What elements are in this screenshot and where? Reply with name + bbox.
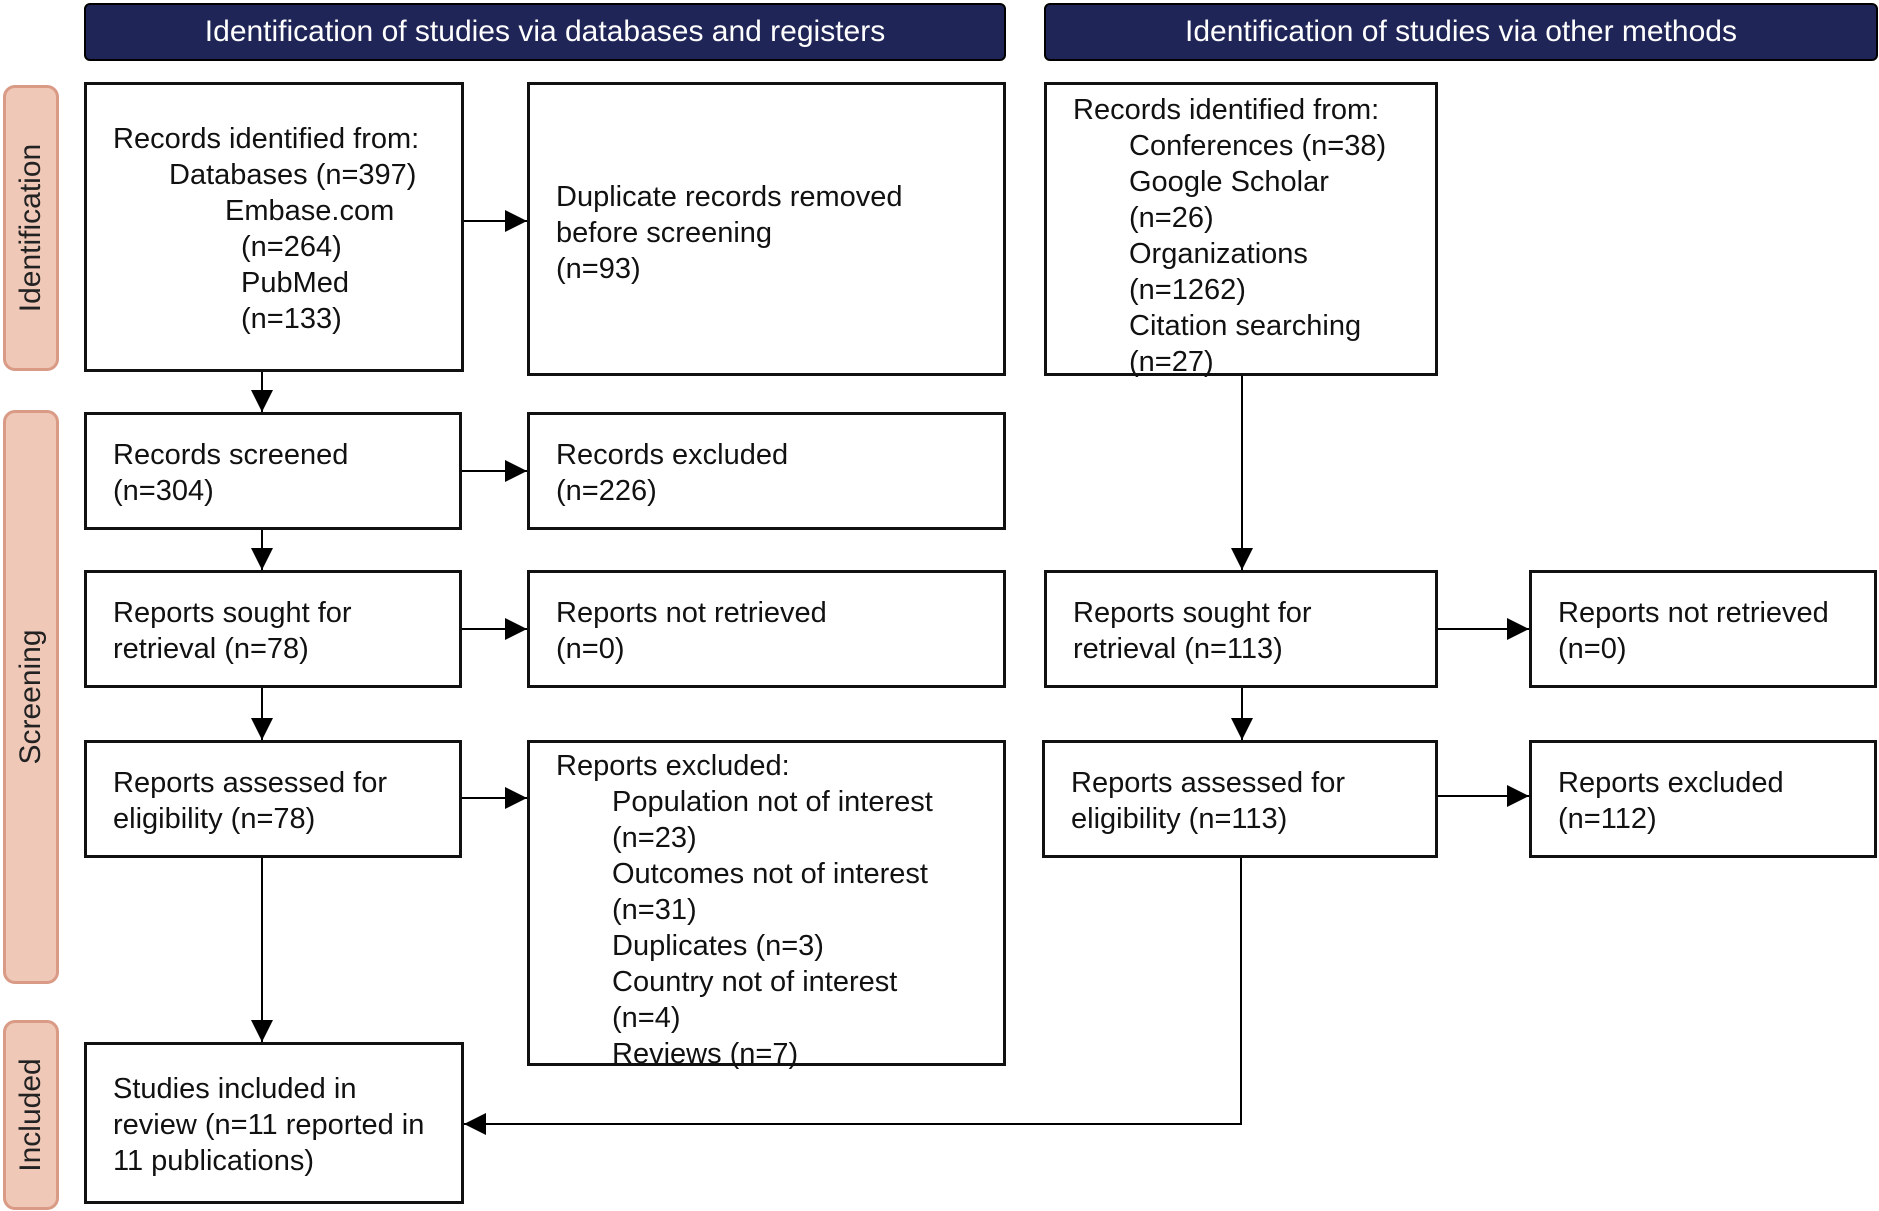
db-excluded-outcomes-n: (n=31) xyxy=(612,894,697,926)
other-identified-citation: Citation searching xyxy=(1129,310,1362,342)
box-other-reports-excluded: Reports excluded (n=112) xyxy=(1529,740,1877,858)
header-databases: Identification of studies via databases … xyxy=(84,3,1006,61)
other-identified-organizations: Organizations xyxy=(1129,238,1308,270)
header-other-label: Identification of studies via other meth… xyxy=(1185,15,1737,48)
box-studies-included: Studies included in review (n=11 reporte… xyxy=(84,1042,464,1204)
db-excluded-population-n: (n=23) xyxy=(612,822,697,854)
db-not-retrieved-line1: Reports not retrieved xyxy=(556,597,827,629)
db-identified-pubmed: PubMed xyxy=(241,267,350,299)
other-sought-line2: retrieval (n=113) xyxy=(1073,633,1283,665)
included-line2: review (n=11 reported in xyxy=(113,1109,425,1141)
phase-included-label: Included xyxy=(14,1058,47,1172)
box-duplicate-records-removed: Duplicate records removed before screeni… xyxy=(527,82,1006,376)
other-excluded-line2: (n=112) xyxy=(1558,803,1657,835)
other-identified-organizations-n: (n=1262) xyxy=(1129,274,1246,306)
box-db-reports-excluded: Reports excluded: Population not of inte… xyxy=(527,740,1006,1070)
excluded-line1: Records excluded xyxy=(556,439,789,471)
excluded-line2: (n=226) xyxy=(556,475,657,507)
duplicates-line3: (n=93) xyxy=(556,253,641,285)
db-excluded-country: Country not of interest xyxy=(612,966,898,998)
box-other-reports-not-retrieved: Reports not retrieved (n=0) xyxy=(1529,570,1877,688)
db-assessed-line1: Reports assessed for xyxy=(113,767,388,799)
db-not-retrieved-line2: (n=0) xyxy=(556,633,625,665)
db-assessed-line2: eligibility (n=78) xyxy=(113,803,316,835)
phase-identification: Identification xyxy=(3,85,59,371)
other-not-retrieved-line1: Reports not retrieved xyxy=(1558,597,1829,629)
other-excluded-line1: Reports excluded xyxy=(1558,767,1784,799)
phase-screening-label: Screening xyxy=(14,629,47,765)
phase-included: Included xyxy=(3,1020,59,1210)
db-excluded-reviews: Reviews (n=7) xyxy=(612,1038,799,1070)
box-other-reports-sought: Reports sought for retrieval (n=113) xyxy=(1044,570,1438,688)
db-sought-line1: Reports sought for xyxy=(113,597,352,629)
box-records-screened: Records screened (n=304) xyxy=(84,412,462,530)
box-records-excluded: Records excluded (n=226) xyxy=(527,412,1006,530)
other-identified-title: Records identified from: xyxy=(1073,94,1380,126)
db-identified-databases: Databases (n=397) xyxy=(169,159,417,191)
other-identified-citation-n: (n=27) xyxy=(1129,346,1214,378)
box-records-identified-databases: Records identified from: Databases (n=39… xyxy=(84,82,464,372)
other-sought-line1: Reports sought for xyxy=(1073,597,1312,629)
box-db-reports-not-retrieved: Reports not retrieved (n=0) xyxy=(527,570,1006,688)
db-identified-embase-n: (n=264) xyxy=(241,231,342,263)
screened-line2: (n=304) xyxy=(113,475,214,507)
included-line3: 11 publications) xyxy=(113,1145,314,1177)
duplicates-line1: Duplicate records removed xyxy=(556,181,903,213)
other-identified-scholar-n: (n=26) xyxy=(1129,202,1214,234)
header-other-methods: Identification of studies via other meth… xyxy=(1044,3,1878,61)
phase-identification-label: Identification xyxy=(14,143,47,313)
duplicates-line2: before screening xyxy=(556,217,773,249)
other-assessed-line2: eligibility (n=113) xyxy=(1071,803,1288,835)
db-sought-line2: retrieval (n=78) xyxy=(113,633,309,665)
box-db-reports-assessed: Reports assessed for eligibility (n=78) xyxy=(84,740,462,858)
header-databases-label: Identification of studies via databases … xyxy=(204,15,886,48)
other-not-retrieved-line2: (n=0) xyxy=(1558,633,1627,665)
other-assessed-line1: Reports assessed for xyxy=(1071,767,1346,799)
db-excluded-outcomes: Outcomes not of interest xyxy=(612,858,928,890)
box-other-reports-assessed: Reports assessed for eligibility (n=113) xyxy=(1042,740,1438,858)
included-line1: Studies included in xyxy=(113,1073,357,1105)
phase-screening: Screening xyxy=(3,410,59,984)
db-identified-embase: Embase.com xyxy=(225,195,395,227)
db-excluded-population: Population not of interest xyxy=(612,786,933,818)
other-identified-scholar: Google Scholar xyxy=(1129,166,1329,198)
box-records-identified-other: Records identified from: Conferences (n=… xyxy=(1044,82,1438,378)
db-excluded-duplicates: Duplicates (n=3) xyxy=(612,930,824,962)
box-db-reports-sought: Reports sought for retrieval (n=78) xyxy=(84,570,462,688)
screened-line1: Records screened xyxy=(113,439,349,471)
db-excluded-title: Reports excluded: xyxy=(556,750,790,782)
db-excluded-country-n: (n=4) xyxy=(612,1002,681,1034)
db-identified-title: Records identified from: xyxy=(113,123,420,155)
db-identified-pubmed-n: (n=133) xyxy=(241,303,342,335)
other-identified-conferences: Conferences (n=38) xyxy=(1129,130,1387,162)
